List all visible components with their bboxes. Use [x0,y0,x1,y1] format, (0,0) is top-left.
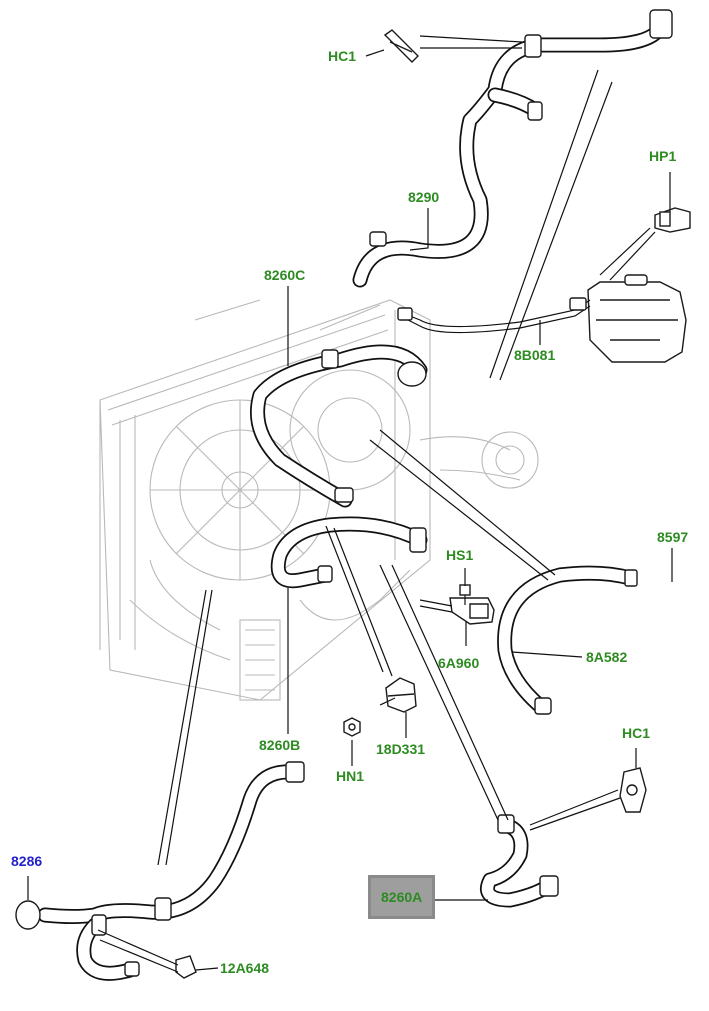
hose-8286 [15,761,305,981]
leader-lines [27,35,673,973]
callout-hc1-top[interactable]: HC1 [328,48,357,64]
callout-hs1[interactable]: HS1 [446,547,474,563]
hose-8260c [250,344,428,508]
hose-8a582 [497,565,638,715]
callout-18d331[interactable]: 18D331 [376,741,426,757]
callout-8b081[interactable]: 8B081 [514,347,556,363]
hose-8290 [352,9,673,288]
valve-18d331 [385,677,417,713]
clip-hc1-bottom [619,767,647,813]
pipe-8597 [639,582,691,613]
sensor-12a648 [175,955,197,979]
hose-8260b [270,516,428,589]
callout-8a582[interactable]: 8A582 [586,649,628,665]
callout-hp1[interactable]: HP1 [649,148,677,164]
callout-hc1-bottom[interactable]: HC1 [622,725,651,741]
callout-8286[interactable]: 8286 [11,853,43,869]
callout-8290[interactable]: 8290 [408,189,440,205]
clip-hc1-top [383,29,419,63]
callout-6a960[interactable]: 6A960 [438,655,480,671]
bracket-6a960 [449,597,495,625]
hose-8260a [480,814,559,908]
callout-8260b[interactable]: 8260B [259,737,301,753]
sensor-hp1 [654,207,691,233]
nut-hn1 [343,717,361,737]
callout-hn1[interactable]: HN1 [336,768,365,784]
callout-8260c[interactable]: 8260C [264,267,306,283]
expansion-tank [587,274,687,363]
callout-8597[interactable]: 8597 [657,529,689,545]
callout-12a648[interactable]: 12A648 [220,960,270,976]
pipe-8b081 [397,297,591,334]
callout-8260a[interactable]: 8260A [368,875,436,919]
